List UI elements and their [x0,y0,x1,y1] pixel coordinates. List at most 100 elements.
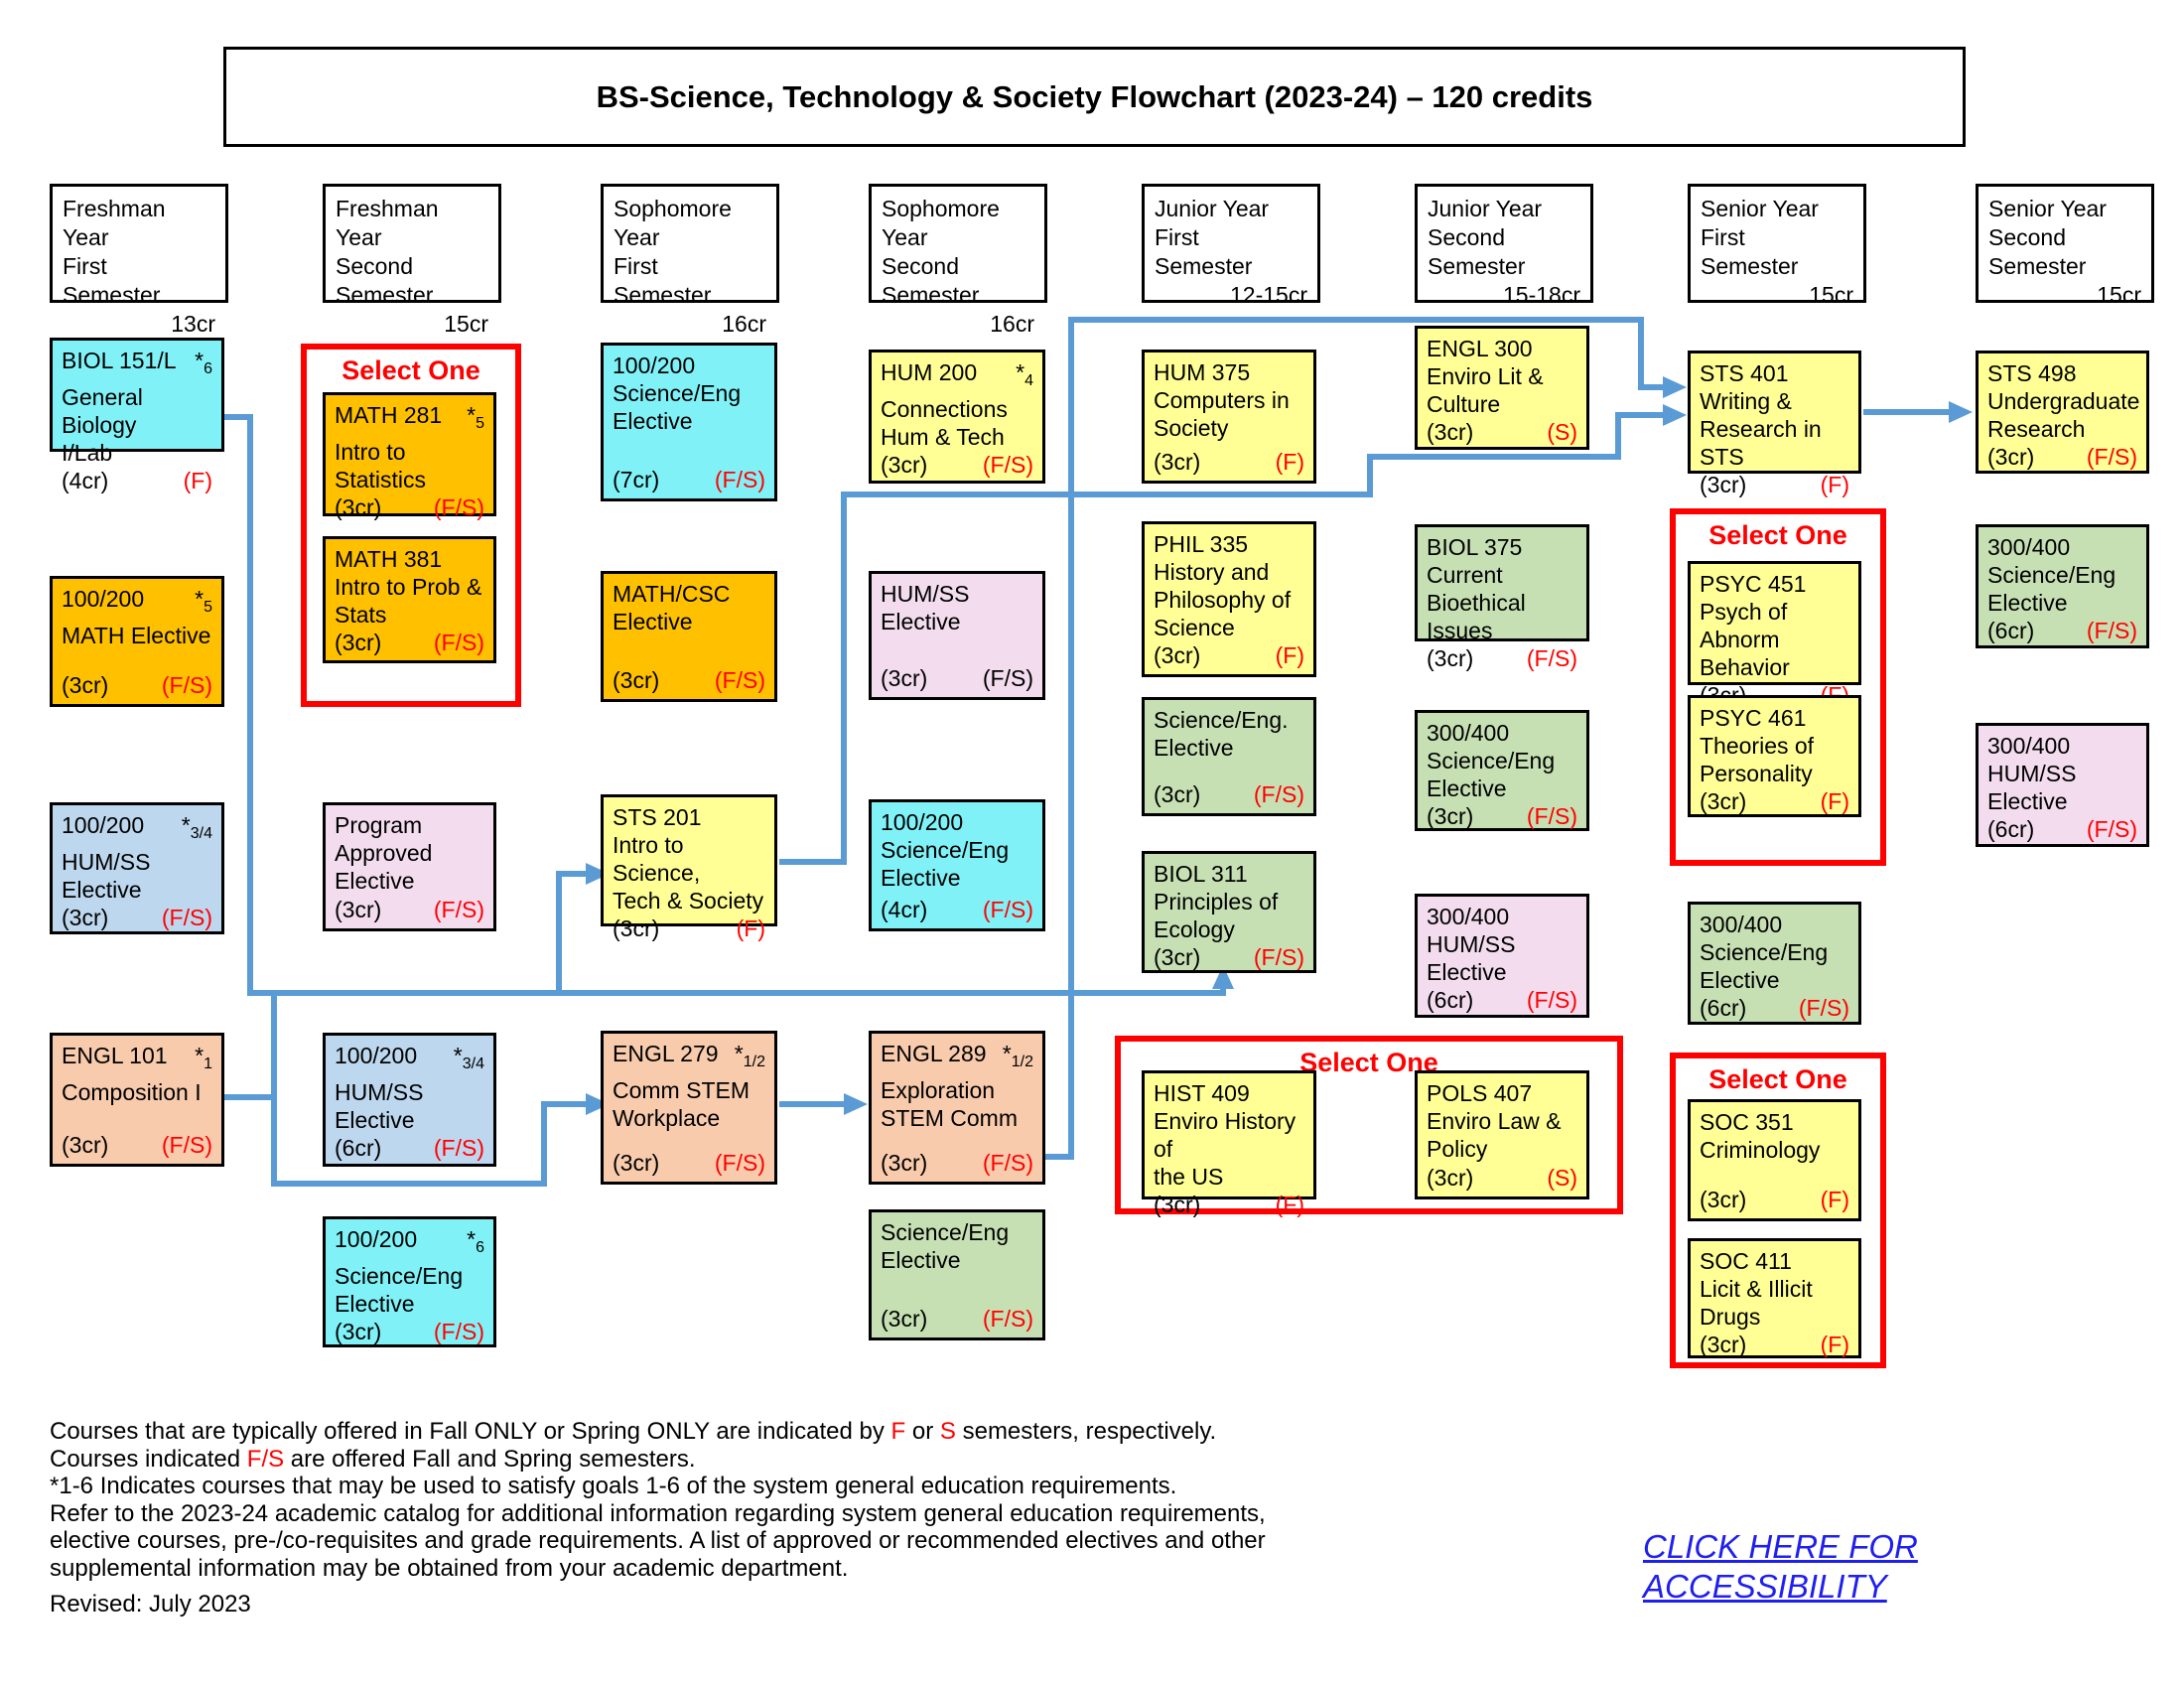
course-term: (F) [1820,1187,1849,1212]
course-code: 300/400 [1427,720,1510,746]
course-credits: (6cr) [1427,987,1474,1013]
semester-header-line: Semester [1155,253,1253,279]
course-name-line: Culture [1427,391,1501,417]
course-term: (F/S) [433,1319,484,1344]
course-term: (F/S) [161,905,212,930]
accessibility-link[interactable]: CLICK HERE FOR ACCESSIBILITY [1643,1527,2060,1607]
course-term: (F/S) [161,1132,212,1158]
select-one-psyc: Select One [1670,508,1886,866]
course-term: (F) [183,468,212,493]
semester-header-line: Junior Year [1155,196,1270,221]
semester-header-line: First [614,253,658,279]
course-name-line: Elective [1987,590,2068,616]
select-one-soc-label: Select One [1708,1064,1847,1094]
course-term: (F) [1275,449,1304,475]
course-code: HUM 200 [881,359,978,385]
semester-header-line: Sophomore Year [882,196,1000,250]
course-code: HIST 409 [1154,1080,1250,1106]
course-humss-elective-sy2: HUM/SS Elective(3cr)(F/S) [869,571,1045,700]
course-term: (F/S) [1798,995,1849,1021]
course-credits: (3cr) [613,667,660,693]
course-credits: (3cr) [335,494,382,520]
course-credits: (3cr) [335,897,382,922]
gen-ed-goal-marker: *4 [1016,359,1033,389]
course-credits: (6cr) [335,1135,382,1161]
page-title: BS-Science, Technology & Society Flowcha… [223,47,1966,147]
select-one-soc: Select One [1670,1053,1886,1368]
course-term: (F/S) [1253,944,1304,970]
course-name-line: History and [1154,559,1270,585]
course-term: (F/S) [982,1306,1033,1332]
course-credits: (3cr) [1700,472,1747,497]
course-credits: (3cr) [1154,642,1201,668]
course-term: (F) [1820,1332,1849,1357]
course-name-line: Elective [881,865,961,891]
course-name-line: Elective [881,1247,961,1273]
course-name-line: Hum & Tech [881,424,1005,450]
semester-credits: 15cr [1809,282,1853,308]
course-name-line: Science/Eng [1987,562,2116,588]
semester-header-line: Senior Year [1988,196,2107,221]
course-term: (F/S) [433,897,484,922]
legend-lines: Courses that are typically offered in Fa… [50,1418,1400,1582]
gen-ed-goal-marker: *3/4 [453,1043,484,1072]
course-name-line: Elective [335,868,415,894]
course-code: PSYC 451 [1700,571,1807,597]
course-name-line: Psych of Abnorm [1700,599,1788,652]
course-name-line: HUM/SS Elective [1427,931,1516,985]
semester-header-line: First [63,253,107,279]
course-term: (F/S) [982,1150,1033,1176]
legend-line: Courses that are typically offered in Fa… [50,1418,1217,1445]
semester-header-line: Semester [1701,253,1799,279]
course-name-line: Elective [1154,735,1234,761]
course-name-line: Exploration [881,1077,996,1103]
accessibility-link-line1[interactable]: CLICK HERE FOR [1643,1528,1918,1565]
gen-ed-goal-marker: *3/4 [181,812,212,842]
course-credits: (3cr) [1427,419,1474,445]
course-name-line: Theories of [1700,733,1815,759]
semester-header-line: Second [882,253,960,279]
course-code: 100/200 [62,586,145,612]
course-name-line: Elective [1700,967,1780,993]
course-name-line: Enviro Lit & [1427,363,1544,389]
course-name-line: HUM/SS Elective [335,1079,424,1133]
semester-credits: 16cr [990,311,1034,337]
course-name-line: Personality [1700,761,1813,786]
course-term: (F/S) [2086,816,2137,842]
course-name-line: the US [1154,1164,1224,1190]
course-code: PSYC 461 [1700,705,1807,731]
course-term: (F) [1275,1192,1304,1217]
course-code: 300/400 [1987,733,2071,759]
connector-engl101-to-engl279 [271,993,610,1187]
semester-credits: 15cr [444,311,488,337]
accessibility-link-line2[interactable]: ACCESSIBILITY [1643,1568,1887,1605]
course-credits: (6cr) [1987,816,2035,842]
course-code: 300/400 [1987,534,2071,560]
course-name-line: Intro to Statistics [335,439,427,492]
course-name-line: Comm STEM [613,1077,750,1103]
course-credits: (3cr) [335,1319,382,1344]
course-term: (F/S) [714,467,765,492]
course-name-line: Stats [335,602,387,628]
course-credits: (3cr) [62,672,109,698]
course-name-line: Ecology [1154,916,1235,942]
gen-ed-goal-marker: *1/2 [734,1041,765,1070]
course-scieng-elective-jy1: Science/Eng.Elective(3cr)(F/S) [1142,697,1316,816]
semester-credits: 15-18cr [1503,282,1580,308]
select-one-psyc-label: Select One [1708,520,1847,550]
course-code: BIOL 151/L [62,348,177,373]
course-term: (S) [1547,1165,1577,1191]
course-code: MATH 281 [335,402,443,428]
